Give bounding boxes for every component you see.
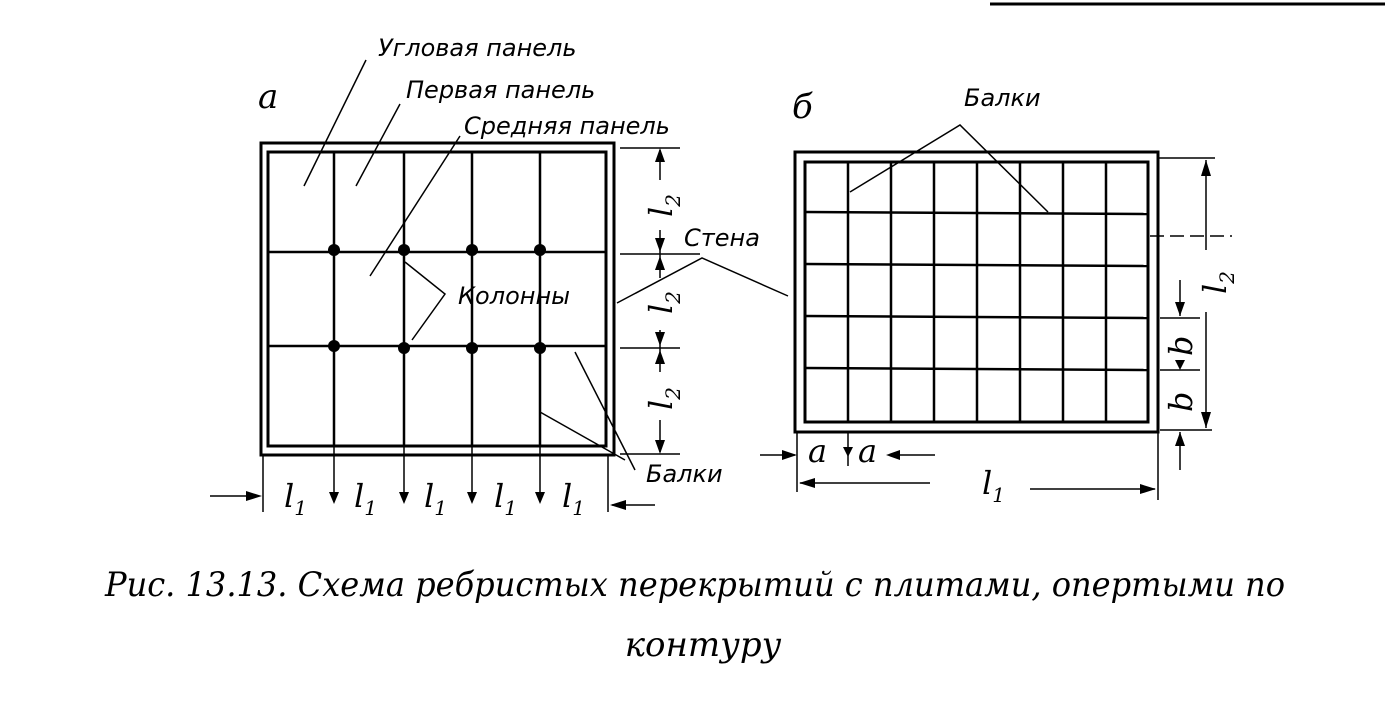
dim-arrows-a-right (655, 148, 665, 454)
dim-a: a (858, 432, 877, 470)
dim-arrows-b-bottom (782, 447, 1156, 494)
scheme-b (793, 150, 1160, 434)
beams-label-b: Балки (964, 84, 1041, 112)
dim-l1: l1 (424, 477, 447, 520)
columns-label: Колонны (458, 282, 570, 310)
dim-arrows-b-right (1175, 160, 1211, 446)
label-b: б (792, 87, 813, 127)
scheme-a (259, 141, 616, 457)
leaders-a (303, 59, 789, 471)
dim-b: b (1162, 392, 1200, 412)
column-dot (328, 244, 340, 256)
column-dot (466, 342, 478, 354)
dim-l1: l1 (982, 464, 1005, 507)
column-dot (534, 244, 546, 256)
label-a: а (258, 77, 278, 117)
figure-caption-line1: Рис. 13.13. Схема ребристых перекрытий с… (104, 565, 1285, 605)
dim-l1: l1 (284, 477, 307, 520)
dim-l2: l2 (642, 387, 685, 410)
column-dot (534, 342, 546, 354)
wall-inner-a (266, 150, 608, 448)
leaders-b (849, 124, 1232, 237)
dim-l2: l2 (642, 194, 685, 217)
first-panel-label: Первая панель (406, 76, 595, 104)
dim-arrows-a-bottom (246, 491, 626, 510)
columns-a (328, 244, 546, 354)
dim-b: b (1162, 336, 1200, 356)
dim-l1: l1 (562, 477, 585, 520)
corner-panel-label: Угловая панель (378, 34, 577, 62)
column-dot (398, 244, 410, 256)
dim-l2: l2 (642, 291, 685, 314)
column-dot (466, 244, 478, 256)
figure-caption-line2: контуру (625, 625, 782, 665)
wall-label: Стена (684, 224, 760, 252)
dim-l1: l1 (494, 477, 517, 520)
dim-l2: l2 (1196, 271, 1239, 294)
beams-label-a: Балки (646, 460, 723, 488)
wall-outer-b (793, 150, 1160, 434)
wall-outer-a (259, 141, 616, 457)
dim-a: a (808, 432, 827, 470)
column-dot (398, 342, 410, 354)
dim-l1: l1 (354, 477, 377, 520)
column-dot (328, 340, 340, 352)
middle-panel-label: Средняя панель (464, 112, 670, 140)
